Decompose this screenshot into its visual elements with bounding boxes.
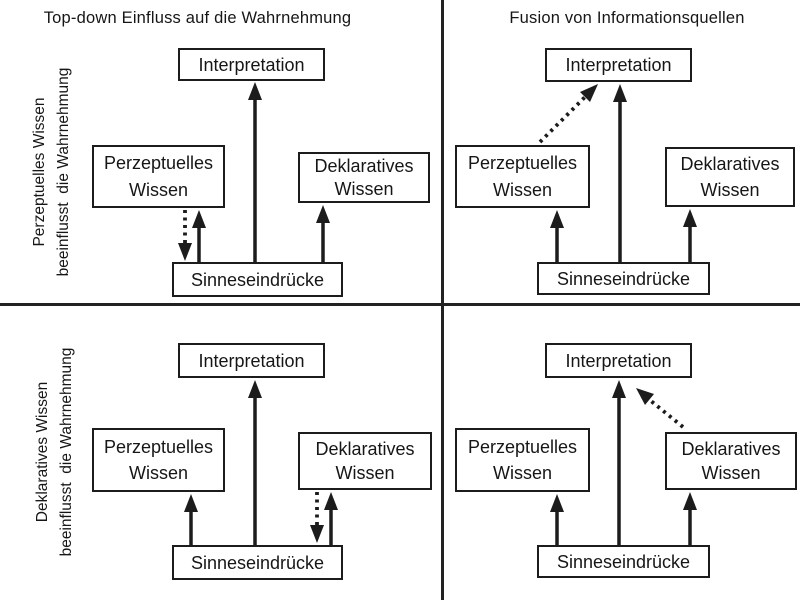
arrow-sensory-to-declarative xyxy=(683,492,697,545)
row-label-declarative-line2: beeinflusst die Wahrnehmung xyxy=(58,347,75,557)
declarative-knowledge-label-line2: Wissen xyxy=(335,463,395,484)
column-title-top-down: Top-down Einfluss auf die Wahrnehmung xyxy=(43,9,352,27)
interpretation-label: Interpretation xyxy=(198,54,305,75)
column-title-fusion: Fusion von Informationsquellen xyxy=(509,9,745,27)
arrow-sensory-to-declarative xyxy=(324,492,338,545)
declarative-knowledge-box: Deklaratives Wissen xyxy=(298,432,432,490)
arrow-sensory-to-perceptual xyxy=(550,494,564,545)
row-label-perceptual-line1: Perzeptuelles Wissen xyxy=(31,97,48,247)
sensory-impressions-label: Sinneseindrücke xyxy=(190,269,325,290)
perceptual-knowledge-label-line2: Wissen xyxy=(128,179,188,200)
perceptual-knowledge-label-line1: Perzeptuelles xyxy=(467,153,578,174)
row-label-perceptual: Perzeptuelles Wissen beeinflusst die Wah… xyxy=(28,47,78,297)
arrow-sensory-to-perceptual xyxy=(192,210,206,262)
sensory-impressions-box: Sinneseindrücke xyxy=(172,262,343,297)
arrow-declarative-to-sensory-dotted xyxy=(310,492,324,543)
arrow-sensory-to-interpretation xyxy=(248,82,262,262)
perceptual-knowledge-label-line1: Perzeptuelles xyxy=(103,153,214,174)
arrow-sensory-to-interpretation xyxy=(248,380,262,545)
sensory-impressions-box: Sinneseindrücke xyxy=(172,545,343,580)
arrow-sensory-to-interpretation xyxy=(612,380,626,545)
arrow-sensory-to-interpretation xyxy=(613,84,627,262)
interpretation-label: Interpretation xyxy=(565,350,672,371)
arrow-perceptual-to-sensory-dotted xyxy=(178,210,192,261)
horizontal-divider xyxy=(0,303,800,306)
perceptual-knowledge-label-line2: Wissen xyxy=(128,463,188,484)
sensory-impressions-label: Sinneseindrücke xyxy=(190,552,325,573)
row-label-declarative-line1: Deklaratives Wissen xyxy=(34,381,51,523)
sensory-impressions-box: Sinneseindrücke xyxy=(537,545,710,578)
declarative-knowledge-box: Deklaratives Wissen xyxy=(665,147,795,207)
perceptual-knowledge-box: Perzeptuelles Wissen xyxy=(92,428,225,492)
interpretation-label: Interpretation xyxy=(198,350,305,371)
perceptual-knowledge-label-line1: Perzeptuelles xyxy=(103,436,214,457)
declarative-knowledge-label-line2: Wissen xyxy=(700,179,760,200)
declarative-knowledge-label-line2: Wissen xyxy=(701,463,761,484)
declarative-knowledge-box: Deklaratives Wissen xyxy=(298,152,430,203)
interpretation-box: Interpretation xyxy=(545,343,692,378)
arrow-sensory-to-perceptual xyxy=(550,210,564,262)
interpretation-label: Interpretation xyxy=(565,55,672,75)
interpretation-box: Interpretation xyxy=(178,48,325,81)
perceptual-knowledge-box: Perzeptuelles Wissen xyxy=(455,428,590,492)
perceptual-knowledge-label-line2: Wissen xyxy=(492,179,552,200)
perceptual-knowledge-box: Perzeptuelles Wissen xyxy=(455,145,590,208)
declarative-knowledge-label-line1: Deklaratives xyxy=(314,156,414,177)
declarative-knowledge-label-line1: Deklaratives xyxy=(315,438,415,459)
declarative-knowledge-label-line1: Deklaratives xyxy=(681,438,781,459)
declarative-knowledge-label-line1: Deklaratives xyxy=(680,154,780,175)
sensory-impressions-box: Sinneseindrücke xyxy=(537,262,710,295)
perceptual-knowledge-box: Perzeptuelles Wissen xyxy=(92,145,225,208)
arrow-perceptual-to-interpretation-dotted xyxy=(538,84,598,144)
arrow-sensory-to-declarative xyxy=(683,209,697,262)
sensory-impressions-label: Sinneseindrücke xyxy=(556,551,691,572)
arrow-sensory-to-declarative xyxy=(316,205,330,262)
perceptual-knowledge-label-line1: Perzeptuelles xyxy=(467,436,578,457)
arrow-declarative-to-interpretation-dotted xyxy=(636,388,685,429)
arrow-sensory-to-perceptual xyxy=(184,494,198,545)
vertical-divider xyxy=(441,0,444,600)
row-label-perceptual-line2: beeinflusst die Wahrnehmung xyxy=(55,67,72,277)
perceptual-knowledge-label-line2: Wissen xyxy=(492,463,552,484)
interpretation-box: Interpretation xyxy=(545,48,692,82)
interpretation-box: Interpretation xyxy=(178,343,325,378)
row-label-declarative: Deklaratives Wissen beeinflusst die Wahr… xyxy=(31,327,81,577)
declarative-knowledge-box: Deklaratives Wissen xyxy=(665,432,797,490)
sensory-impressions-label: Sinneseindrücke xyxy=(556,268,691,289)
declarative-knowledge-label-line2: Wissen xyxy=(334,178,394,199)
